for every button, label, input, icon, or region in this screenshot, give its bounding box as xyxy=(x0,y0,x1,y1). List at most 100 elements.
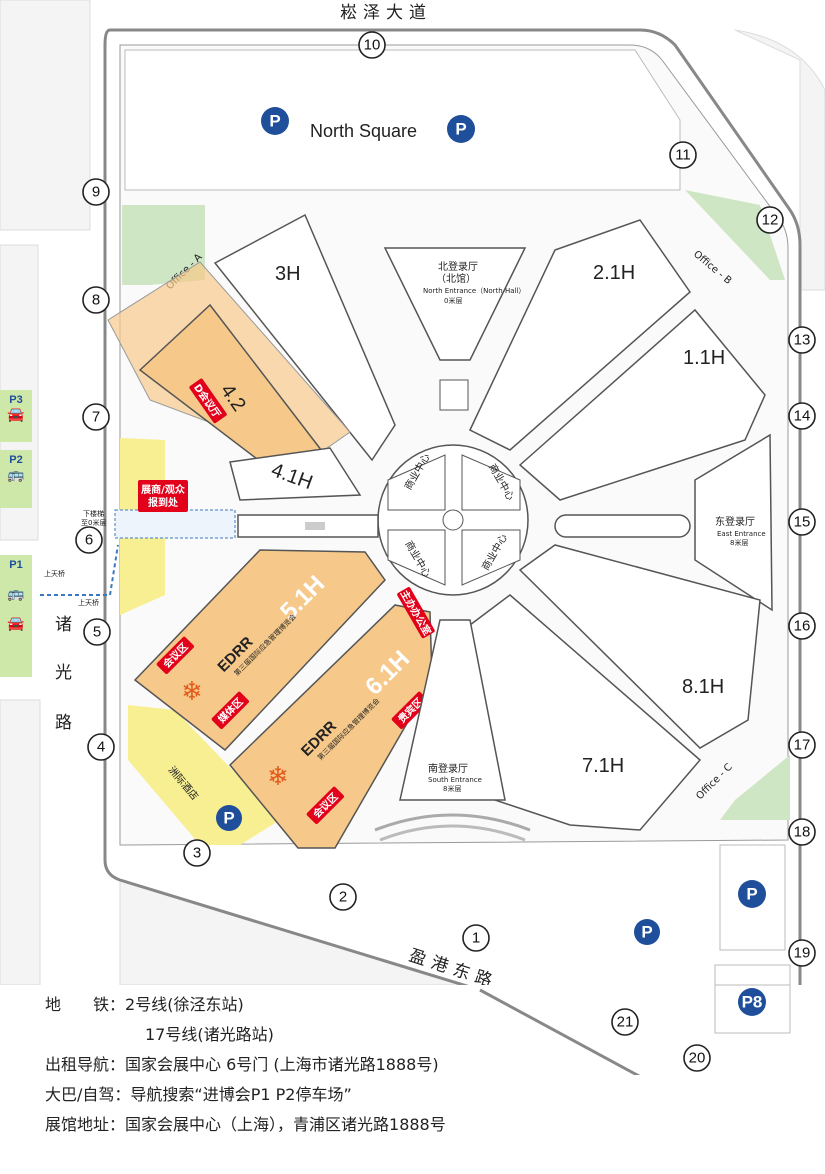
svg-text:16: 16 xyxy=(794,618,811,635)
parking-icon-north-2[interactable]: P xyxy=(447,115,475,143)
gate-12[interactable]: 12 xyxy=(756,206,784,234)
svg-text:12: 12 xyxy=(762,212,779,229)
bus-label: 大巴/自驾： xyxy=(45,1085,131,1104)
svg-text:18: 18 xyxy=(794,824,811,841)
gate-8[interactable]: 8 xyxy=(82,286,110,314)
lower-map: P8 21 20 xyxy=(479,985,791,1075)
north-entrance-en: North Entrance（North Hall） xyxy=(423,287,525,295)
skybridge-label-2: 上天桥 xyxy=(78,598,99,607)
svg-text:6: 6 xyxy=(85,532,93,549)
gate-15[interactable]: 15 xyxy=(788,508,816,536)
gate-2[interactable]: 2 xyxy=(329,883,357,911)
svg-text:❄: ❄ xyxy=(181,677,203,707)
svg-text:P: P xyxy=(455,120,466,139)
parking-icon-north-1[interactable]: P xyxy=(261,107,289,135)
north-square-label: North Square xyxy=(310,121,417,141)
bus-icon: 🚌 xyxy=(7,586,25,602)
svg-text:5: 5 xyxy=(93,624,101,641)
south-entrance-cn: 南登录厅 xyxy=(428,762,468,775)
road-west-char-1: 诸 xyxy=(55,615,78,635)
elevator-down-sub: 至0米层 xyxy=(81,518,106,527)
svg-text:21: 21 xyxy=(617,1014,634,1031)
parking-icon-p8[interactable]: P8 xyxy=(738,988,766,1016)
hall-8-1h-label: 8.1H xyxy=(682,676,724,698)
gate-9[interactable]: 9 xyxy=(82,178,110,206)
edrr-logo-5-1: ❄ xyxy=(181,677,203,707)
svg-text:7: 7 xyxy=(92,409,100,426)
side-parking-p1[interactable]: P1 🚌 🚘 xyxy=(0,555,32,677)
gate-6[interactable]: 6 xyxy=(75,526,103,554)
gate-11[interactable]: 11 xyxy=(669,141,697,169)
svg-text:19: 19 xyxy=(794,945,811,962)
gate-18[interactable]: 18 xyxy=(788,818,816,846)
gate-10[interactable]: 10 xyxy=(358,31,386,59)
green-patch-nw xyxy=(122,205,205,285)
registration-tag[interactable]: 展商/观众 报到处 xyxy=(138,480,188,512)
gate-13[interactable]: 13 xyxy=(788,326,816,354)
gate-14[interactable]: 14 xyxy=(788,402,816,430)
east-entrance-cn: 东登录厅 xyxy=(715,515,755,528)
gate-20[interactable]: 20 xyxy=(683,1044,711,1072)
hall-3h-label: 3H xyxy=(275,263,301,285)
elevator-down-label: 下楼梯 xyxy=(83,509,104,518)
car-icon: 🚘 xyxy=(7,616,25,632)
hall-3h[interactable] xyxy=(213,213,396,462)
gate-19[interactable]: 19 xyxy=(788,939,816,967)
venue-map: North Square P P Office - A Office - B O… xyxy=(0,0,825,985)
parking-icon-se[interactable]: P xyxy=(738,880,766,908)
hall-5-1h[interactable] xyxy=(133,549,386,752)
gate-1[interactable]: 1 xyxy=(462,924,490,952)
parking-icon-south[interactable]: P xyxy=(634,919,660,945)
east-entrance-floor: 8米层 xyxy=(730,538,748,547)
edrr-logo-6-1: ❄ xyxy=(267,762,289,792)
metro-label: 地 铁： xyxy=(45,995,126,1014)
hall-8-1h[interactable] xyxy=(518,544,761,749)
north-entrance-sub: （北馆） xyxy=(436,272,476,285)
svg-text:9: 9 xyxy=(92,184,100,201)
hall-1-1h-label: 1.1H xyxy=(683,347,725,369)
hall-2-1h-label: 2.1H xyxy=(593,262,635,284)
south-entrance[interactable] xyxy=(399,619,506,801)
address-value: 国家会展中心（上海），青浦区诸光路1888号 xyxy=(125,1115,446,1134)
address-label: 展馆地址： xyxy=(45,1115,126,1134)
svg-text:报到处: 报到处 xyxy=(148,496,179,509)
east-entrance[interactable] xyxy=(694,433,773,612)
bus-icon: 🚌 xyxy=(7,467,25,483)
side-parking-p2[interactable]: P2 🚌 xyxy=(0,450,32,508)
gate-4[interactable]: 4 xyxy=(87,733,115,761)
svg-text:11: 11 xyxy=(675,147,691,164)
east-corridor xyxy=(554,514,691,538)
svg-text:10: 10 xyxy=(364,37,381,54)
svg-text:4: 4 xyxy=(97,739,105,756)
left-block-bottom xyxy=(0,699,41,985)
hall-4-1h[interactable] xyxy=(229,447,362,501)
gate-3[interactable]: 3 xyxy=(183,839,211,867)
right-block xyxy=(734,29,825,291)
gate-5[interactable]: 5 xyxy=(83,618,111,646)
svg-text:P: P xyxy=(223,809,234,828)
svg-text:P8: P8 xyxy=(742,993,763,1012)
north-square-area xyxy=(124,49,681,191)
parking-icon-hotel[interactable]: P xyxy=(216,805,242,831)
svg-text:2: 2 xyxy=(339,889,347,906)
north-entrance[interactable] xyxy=(383,247,527,361)
gate-7[interactable]: 7 xyxy=(82,403,110,431)
metro-line-1: 2号线(徐泾东站) xyxy=(125,995,244,1014)
svg-text:8: 8 xyxy=(92,292,100,309)
gate-16[interactable]: 16 xyxy=(788,612,816,640)
east-entrance-en: East Entrance xyxy=(717,530,766,538)
svg-text:3: 3 xyxy=(193,845,201,862)
taxi-value: 国家会展中心 6号门 (上海市诸光路1888号) xyxy=(125,1055,439,1074)
svg-text:展商/观众: 展商/观众 xyxy=(141,483,186,496)
svg-text:P: P xyxy=(641,923,652,942)
info-block: 地 铁：2号线(徐泾东站) 17号线(诸光路站) 出租导航：国家会展中心 6号门… xyxy=(45,990,446,1140)
svg-text:P: P xyxy=(746,885,757,904)
gate-21-lower[interactable]: 21 xyxy=(611,1008,639,1036)
skybridge-label-1: 上天桥 xyxy=(44,569,65,578)
parking-lot-se xyxy=(719,844,786,951)
hall-2-1h[interactable] xyxy=(469,219,691,451)
hall-1-1h[interactable] xyxy=(518,308,766,501)
gate-17[interactable]: 17 xyxy=(788,731,816,759)
side-parking-p3[interactable]: P3 🚘 xyxy=(0,390,32,442)
road-west-char-3: 路 xyxy=(55,713,78,733)
